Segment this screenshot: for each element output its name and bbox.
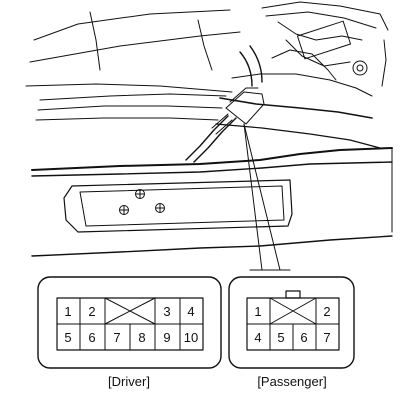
driver-pin-1: 1 [64,304,71,319]
bolt-icon [155,203,165,213]
wiring-harness [185,45,265,163]
bolt-icon [119,205,129,215]
passenger-connector-view: 1 2 4 5 6 7 [Passenger] [228,276,355,389]
driver-connector-view: 1 2 3 4 5 6 7 8 9 10 [Driver] [37,276,222,389]
vehicle-illustration [25,1,393,271]
driver-pin-6: 6 [88,330,95,345]
driver-pin-7: 7 [113,330,120,345]
driver-pin-2: 2 [88,304,95,319]
driver-caption: [Driver] [108,374,150,389]
passenger-caption: [Passenger] [257,374,326,389]
passenger-pin-2: 2 [323,304,330,319]
driver-pin-8: 8 [138,330,145,345]
bolt-icon [135,189,145,199]
passenger-pin-6: 6 [300,330,307,345]
driver-pin-4: 4 [187,304,194,319]
passenger-pin-4: 4 [254,330,261,345]
driver-pin-3: 3 [163,304,170,319]
driver-pin-5: 5 [64,330,71,345]
driver-pin-10: 10 [184,330,198,345]
passenger-pin-1: 1 [254,304,261,319]
passenger-pin-5: 5 [277,330,284,345]
driver-pin-9: 9 [163,330,170,345]
passenger-pin-7: 7 [323,330,330,345]
